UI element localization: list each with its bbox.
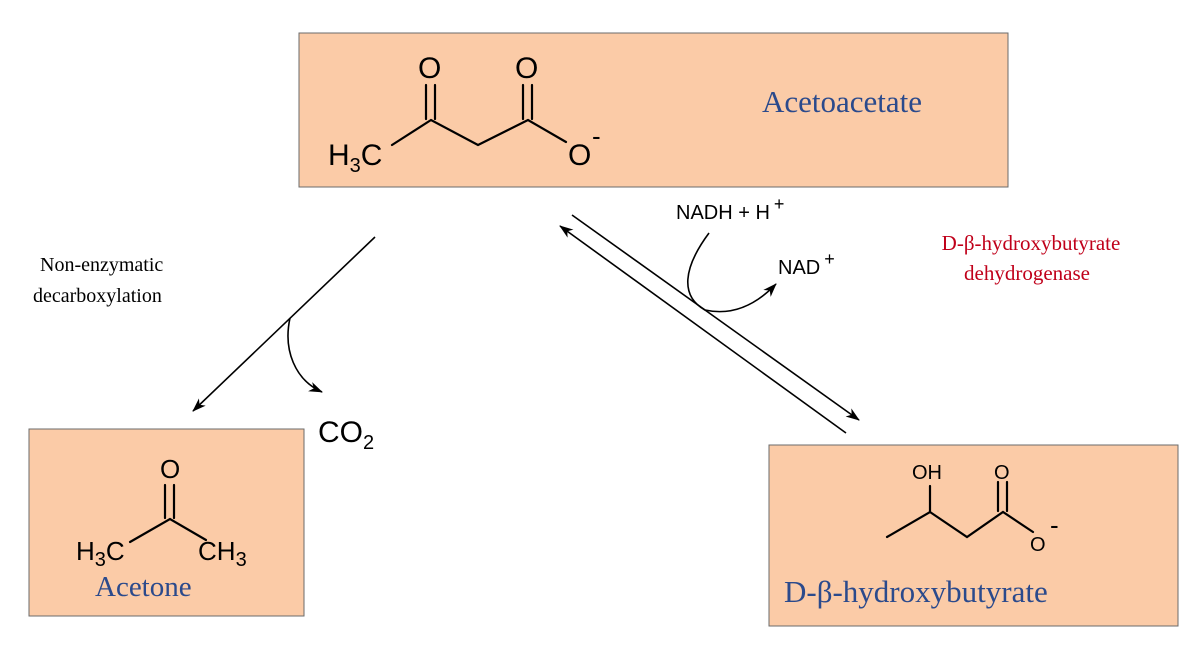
co2-sub: 2	[363, 432, 374, 454]
acetone-l-c: C	[106, 536, 125, 566]
acetone-name: Acetone	[95, 571, 192, 603]
hydroxybutyrate-name: D-β-hydroxybutyrate	[784, 574, 1048, 609]
acetone-compound: O H3C CH3 Acetone	[28, 428, 305, 617]
nadh-charge: +	[774, 194, 785, 214]
nad-cofactor: NAD+	[778, 249, 835, 279]
hydroxybutyrate-carboxyl-oxygen: O	[994, 462, 1010, 484]
acetoacetate-compound: O O H3C O - Acetoacetate	[298, 32, 1009, 188]
nadh-cofactor: NADH + H+	[676, 194, 784, 224]
acetoacetate-carboxylate-oxygen: O	[568, 139, 591, 172]
hydroxybutyrate-structure	[885, 480, 1035, 539]
reduction-forward-arrow	[571, 214, 860, 421]
acetone-oxygen: O	[160, 454, 180, 484]
acetone-box	[28, 428, 305, 617]
co2-release-arrow	[287, 317, 323, 393]
acetone-l-sub: 3	[95, 549, 106, 571]
nad-charge: +	[824, 249, 835, 269]
enzyme-name-line1: D-β-hydroxybutyrate	[942, 231, 1121, 255]
acetoacetate-ketone-oxygen: O	[418, 52, 441, 85]
nadh-consumption-arrow	[686, 232, 777, 313]
decarboxylation-label-line1: Non-enzymatic	[40, 254, 163, 276]
acetone-r-ch: CH	[198, 536, 236, 566]
nadh-text: NADH + H	[676, 202, 770, 224]
acetone-right-methyl: CH3	[198, 536, 247, 571]
decarboxylation-arrow	[192, 236, 376, 412]
hydroxybutyrate-compound: OH O O - D-β-hydroxybutyrate	[768, 444, 1179, 627]
hydroxybutyrate-hydroxyl: OH	[912, 462, 942, 484]
co2-co: CO	[318, 416, 363, 449]
acetone-r-sub: 3	[236, 549, 247, 571]
reduction-reaction: NADH + H+ NAD+ D-β-hydroxybutyrate dehyd…	[559, 194, 1121, 434]
decarboxylation-label-line2: decarboxylation	[33, 285, 162, 307]
acetone-structure	[128, 483, 208, 544]
methyl-c: C	[361, 139, 383, 172]
reduction-reverse-arrow	[559, 225, 847, 434]
co2-byproduct: CO2	[318, 416, 374, 454]
acetone-l-h: H	[76, 536, 95, 566]
methyl-sub: 3	[350, 155, 361, 177]
acetoacetate-box	[298, 32, 1009, 188]
decarboxylation-reaction: Non-enzymatic decarboxylation CO2	[33, 236, 376, 454]
acetone-left-methyl: H3C	[76, 536, 125, 571]
acetoacetate-charge: -	[592, 121, 601, 151]
acetoacetate-name: Acetoacetate	[762, 84, 922, 119]
enzyme-name-line2: dehydrogenase	[964, 261, 1090, 285]
acetoacetate-methyl-group: H3C	[328, 139, 382, 177]
hydroxybutyrate-box	[768, 444, 1179, 627]
hydroxybutyrate-charge: -	[1050, 510, 1059, 540]
nad-text: NAD	[778, 257, 820, 279]
methyl-h: H	[328, 139, 350, 172]
acetoacetate-carboxyl-oxygen: O	[515, 52, 538, 85]
acetoacetate-structure	[390, 83, 568, 147]
hydroxybutyrate-carboxylate-oxygen: O	[1030, 534, 1046, 556]
